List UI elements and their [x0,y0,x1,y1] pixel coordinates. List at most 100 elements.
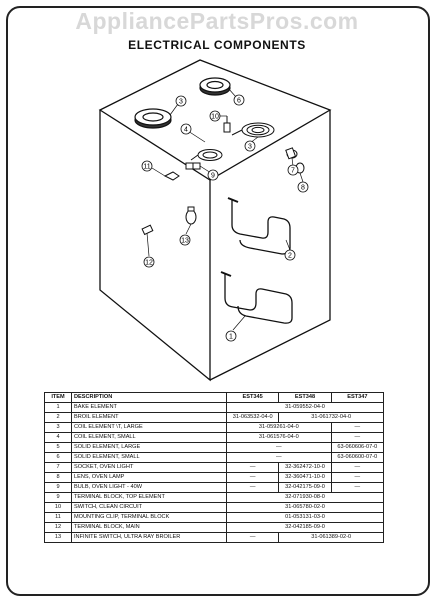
cell-part-number: 31-059552-04-0 [226,402,384,413]
cell-item: 7 [44,462,72,473]
cell-part-number: — [226,442,332,453]
cell-item: 12 [44,522,72,533]
cell-description: COIL ELEMENT, SMALL [71,432,227,443]
svg-text:3: 3 [248,144,252,151]
callout-2: 2 [284,249,296,261]
infinite-switch [185,206,197,225]
callout-9: 9 [207,169,219,181]
header-est347: EST347 [330,392,385,403]
cell-description: BULB, OVEN LIGHT - 40W [71,482,227,493]
callout-13: 13 [179,234,191,246]
cell-description: TERMINAL BLOCK, TOP ELEMENT [71,492,227,503]
coil-element-small [190,149,223,161]
cell-item: 1 [44,402,72,413]
svg-text:3: 3 [179,99,183,106]
callout-1: 1 [225,330,237,342]
svg-text:9: 9 [211,173,215,180]
cell-item: 9 [44,482,72,493]
cell-description: MOUNTING CLIP, TERMINAL BLOCK [71,512,227,523]
mounting-clip [163,171,180,181]
callout-3b: 3 [244,140,256,152]
svg-text:8: 8 [301,185,305,192]
cell-est348: 32-362472-10-0 [278,462,332,473]
cabinet-right-face [209,110,331,381]
page-border [6,6,430,596]
cell-est345: — [225,532,280,543]
cell-description: SOLID ELEMENT, LARGE [71,442,227,453]
broil-element [227,197,291,255]
cell-part-number: 32-071930-08-0 [226,492,384,503]
header-est345: EST345 [225,392,280,403]
header-item: ITEM [44,392,72,403]
cell-item: 5 [44,442,72,453]
cell-part-number: 31-065780-02-0 [226,502,384,513]
page-title: ELECTRICAL COMPONENTS [128,38,306,52]
cell-est347: — [330,472,385,483]
cell-est347: — [330,462,385,473]
callout-8: 8 [297,181,309,193]
solid-element-small [199,77,231,96]
cell-est345: 31-063532-04-0 [225,412,280,423]
range-cabinet [98,59,332,382]
bake-element [220,271,293,324]
cell-description: BROIL ELEMENT [71,412,227,423]
cell-item: 2 [44,412,72,423]
clean-circuit-switch [223,116,231,133]
cell-part-number: 32-042185-09-0 [226,522,384,533]
cell-est347: 63-060600-07-0 [330,452,385,463]
solid-element-large [134,108,172,129]
callout-10: 10 [209,110,221,122]
cell-description: BAKE ELEMENT [71,402,227,413]
svg-text:12: 12 [145,260,153,267]
svg-text:7: 7 [291,168,295,175]
cell-est347: — [330,482,385,493]
callout-6: 6 [233,94,245,106]
callout-11: 11 [141,160,153,172]
table-header-row: ITEM DESCRIPTION EST345 EST348 EST347 [44,392,385,403]
watermark: AppliancePartsPros.com [75,8,359,34]
cell-item: 11 [44,512,72,523]
svg-text:10: 10 [211,114,219,121]
cell-description: SOCKET, OVEN LIGHT [71,462,227,473]
cell-part-number: — [226,452,332,463]
cabinet-left-face [99,110,211,382]
cell-est345: — [225,462,280,473]
callout-4: 4 [180,123,192,135]
main-terminal-block [141,224,154,236]
cell-est347: — [330,432,385,443]
cell-est345: — [225,472,280,483]
svg-text:6: 6 [237,98,241,105]
svg-text:2: 2 [288,253,292,260]
cell-est345: — [225,482,280,493]
cell-part-number: 01-053131-03-0 [226,512,384,523]
cell-part-number: 31-061389-02-0 [278,532,384,543]
svg-text:4: 4 [184,127,188,134]
cell-item: 9 [44,492,72,503]
callout-3: 3 [175,95,187,107]
cell-item: 6 [44,452,72,463]
cell-part-number: 31-059261-04-0 [226,422,332,433]
cell-item: 8 [44,472,72,483]
header-est348: EST348 [278,392,332,403]
cell-item: 13 [44,532,72,543]
cell-item: 10 [44,502,72,513]
cell-item: 4 [44,432,72,443]
cell-est348: 32-360471-10-0 [278,472,332,483]
cell-description: TERMINAL BLOCK, MAIN [71,522,227,533]
